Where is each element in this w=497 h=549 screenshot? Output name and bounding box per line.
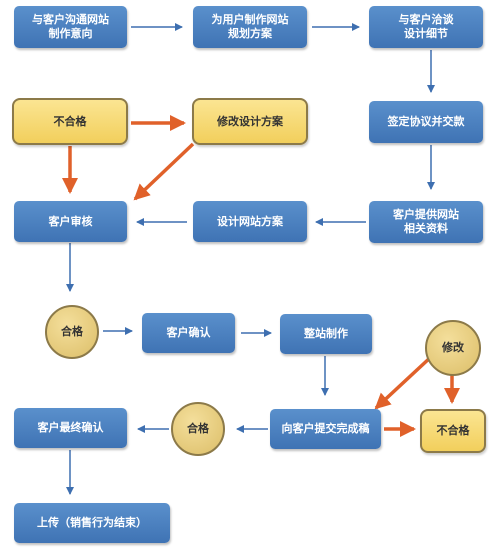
node-site-plan: 为用户制作网站 规划方案 — [193, 6, 307, 48]
node-upload-end: 上传（销售行为结束） — [14, 503, 170, 543]
node-modify: 修改 — [425, 320, 481, 376]
node-sign-agreement: 签定协议并交款 — [369, 101, 483, 143]
arrow-modify-to-submit — [374, 354, 434, 410]
node-communicate-intent: 与客户沟通网站 制作意向 — [14, 6, 127, 48]
node-unqualified-bottom: 不合格 — [420, 409, 486, 453]
node-qualified-mid: 合格 — [45, 305, 99, 359]
node-final-confirm: 客户最终确认 — [14, 408, 127, 448]
node-modify-design-plan: 修改设计方案 — [192, 98, 308, 145]
node-unqualified-top: 不合格 — [12, 98, 128, 145]
node-client-confirm: 客户确认 — [142, 313, 235, 353]
node-site-build: 整站制作 — [280, 314, 372, 354]
arrow-modify-plan-to-review — [133, 142, 195, 201]
node-design-site-plan: 设计网站方案 — [193, 201, 307, 242]
node-discuss-details: 与客户洽谈 设计细节 — [369, 6, 483, 48]
node-provide-materials: 客户提供网站 相关资料 — [369, 201, 483, 243]
node-submit-final-draft: 向客户提交完成稿 — [270, 409, 381, 449]
node-qualified-bottom: 合格 — [171, 402, 225, 456]
node-client-review: 客户审核 — [14, 201, 127, 242]
